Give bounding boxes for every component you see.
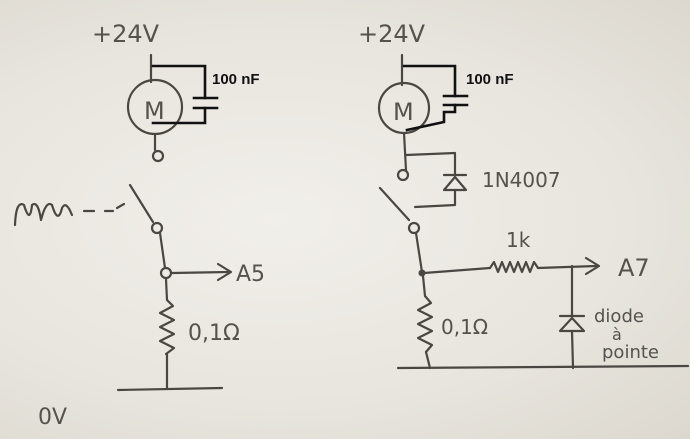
left-output-arrow — [216, 262, 233, 282]
right-supply-label: +24V — [358, 20, 426, 48]
flyback-diode: 1N4007 — [404, 151, 561, 209]
left-ground-rail — [116, 386, 224, 392]
left-output-label: A5 — [236, 262, 265, 287]
left-sense-node — [159, 266, 173, 280]
right-capacitor: 100 nF — [402, 64, 514, 132]
right-motor-label: M — [393, 98, 414, 126]
right-motor-wire — [402, 131, 408, 172]
right-shunt-resistor — [416, 294, 434, 354]
left-motor-label: M — [144, 97, 165, 125]
right-output-label: A7 — [618, 254, 650, 282]
flyback-diode-label: 1N4007 — [482, 168, 561, 192]
right-output-arrow — [584, 256, 601, 276]
left-ground-label: 0V — [38, 405, 67, 430]
left-switch-top-terminal — [151, 149, 165, 163]
right-switch-top-terminal — [396, 168, 410, 182]
detector-diode-label-2: à — [612, 325, 622, 344]
left-resistor-label: 0,1Ω — [188, 321, 240, 346]
right-switch-bottom-terminal — [407, 221, 421, 235]
right-circuit: +24V M 100 nF 1N4007 1k — [358, 20, 690, 370]
detector-diode-label-1: diode — [594, 306, 644, 327]
left-relay-coil — [13, 202, 74, 227]
detector-diode: diode à pointe — [558, 264, 659, 370]
right-switch-blade — [378, 186, 411, 222]
right-sense-node — [418, 269, 426, 277]
right-resistor-label: 0,1Ω — [441, 315, 488, 339]
series-resistor — [488, 260, 540, 274]
left-supply-label: +24V — [92, 20, 160, 48]
left-capacitor: 100 nF — [151, 64, 260, 125]
left-capacitor-label: 100 nF — [212, 71, 260, 88]
left-circuit: +24V M 100 nF A5 0,1Ω 0V — [13, 20, 265, 430]
series-resistor-label: 1k — [506, 228, 531, 252]
left-switch-blade — [128, 183, 155, 224]
detector-diode-label-3: pointe — [602, 342, 659, 363]
left-switch-bottom-terminal — [150, 221, 164, 235]
right-capacitor-label: 100 nF — [466, 71, 514, 88]
right-ground-rail — [396, 364, 690, 370]
left-shunt-resistor — [158, 298, 176, 356]
